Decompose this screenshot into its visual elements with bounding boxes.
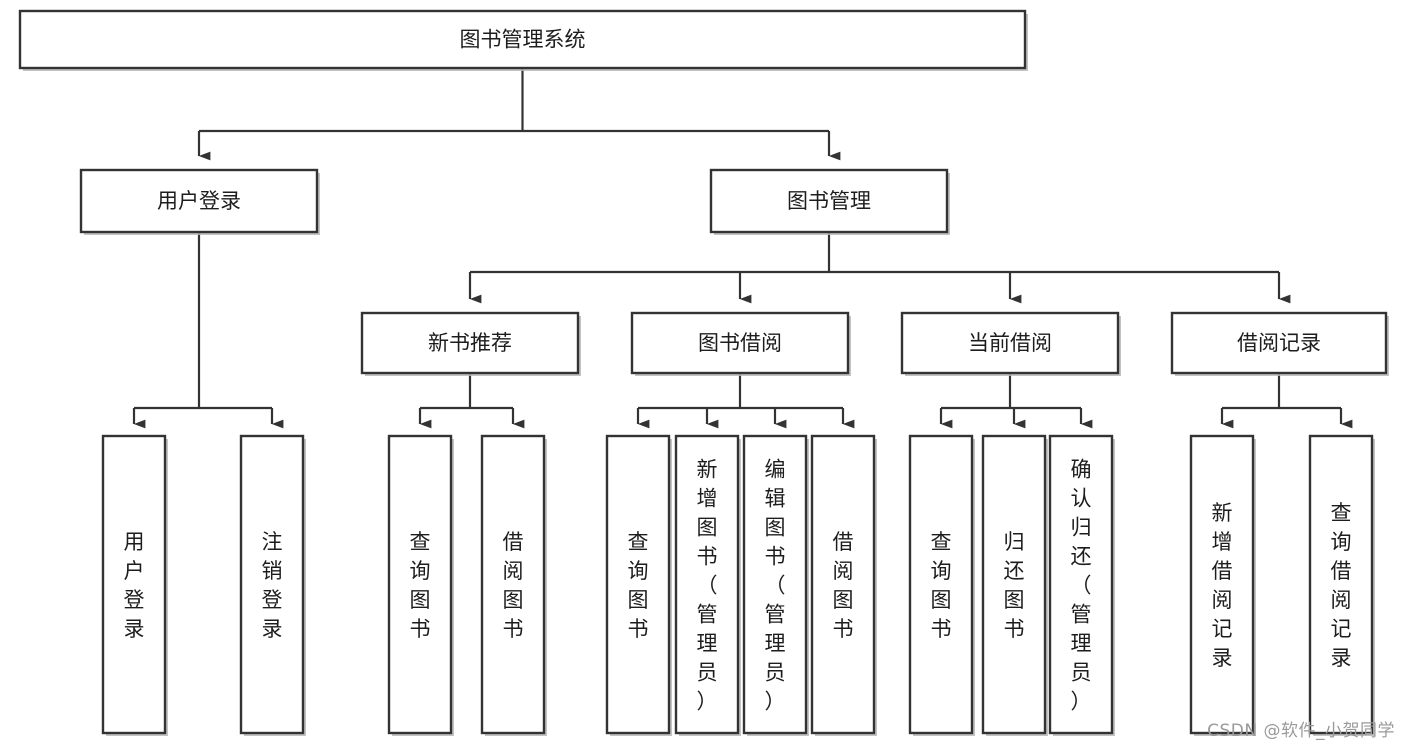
node-label: 图书管理系统	[460, 28, 586, 52]
node-9-查询图书[interactable]: 查询图书	[387, 434, 454, 736]
node-7-用户登录[interactable]: 用户登录	[101, 434, 168, 736]
connector-xinshutuijian-to-leaves	[418, 373, 525, 429]
node-label: 借阅图书	[503, 530, 524, 641]
node-rect[interactable]	[480, 434, 546, 735]
node-13-编辑图书管理员[interactable]: 编辑图书（管理员）	[742, 434, 809, 736]
node-rect[interactable]	[605, 434, 671, 735]
node-1-用户登录[interactable]: 用户登录	[79, 168, 320, 235]
node-11-查询图书[interactable]: 查询图书	[605, 434, 672, 736]
node-rect[interactable]	[1170, 311, 1388, 375]
node-19-查询借阅记录[interactable]: 查询借阅记录	[1308, 434, 1375, 736]
node-label: 注销登录	[262, 530, 283, 641]
node-label: 确认归还（管理员）	[1071, 458, 1092, 714]
connector-layer	[132, 68, 1353, 429]
node-label: 借阅记录	[1237, 331, 1321, 355]
node-rect[interactable]	[674, 434, 740, 735]
node-rect[interactable]	[981, 434, 1047, 735]
node-rect[interactable]	[742, 434, 808, 735]
node-14-借阅图书[interactable]: 借阅图书	[810, 434, 877, 736]
node-label: 当前借阅	[968, 331, 1052, 355]
node-rect[interactable]	[239, 434, 305, 735]
node-rect[interactable]	[79, 168, 319, 234]
connector-root-to-level2	[197, 68, 841, 161]
node-label: 图书借阅	[698, 331, 782, 355]
node-8-注销登录[interactable]: 注销登录	[239, 434, 306, 736]
node-18-新增借阅记录[interactable]: 新增借阅记录	[1189, 434, 1256, 736]
node-label: 用户登录	[157, 189, 241, 213]
node-label: 查询图书	[628, 530, 649, 641]
connector-yonghudenglu-to-leaves	[132, 232, 284, 429]
node-15-查询图书[interactable]: 查询图书	[908, 434, 975, 736]
node-rect[interactable]	[1048, 434, 1114, 735]
node-rect[interactable]	[1189, 434, 1255, 735]
node-rect[interactable]	[1308, 434, 1374, 735]
node-rect[interactable]	[908, 434, 974, 735]
connector-dangqianjieyue-to-leaves	[939, 373, 1093, 429]
node-label: 图书管理	[787, 189, 871, 213]
connector-jieyuejilu-to-leaves	[1220, 373, 1353, 429]
node-rect[interactable]	[18, 9, 1027, 70]
node-17-确认归还管理员[interactable]: 确认归还（管理员）	[1048, 434, 1115, 736]
node-label: 编辑图书（管理员）	[765, 458, 786, 714]
node-5-当前借阅[interactable]: 当前借阅	[900, 311, 1121, 376]
node-rect[interactable]	[709, 168, 949, 234]
node-0-图书管理系统[interactable]: 图书管理系统	[18, 9, 1028, 71]
node-label: 查询图书	[931, 530, 952, 641]
node-12-新增图书管理员[interactable]: 新增图书（管理员）	[674, 434, 741, 736]
node-2-图书管理[interactable]: 图书管理	[709, 168, 950, 235]
node-label: 新书推荐	[428, 331, 512, 355]
node-16-归还图书[interactable]: 归还图书	[981, 434, 1048, 736]
node-label: 新增借阅记录	[1212, 501, 1233, 670]
node-10-借阅图书[interactable]: 借阅图书	[480, 434, 547, 736]
node-6-借阅记录[interactable]: 借阅记录	[1170, 311, 1389, 376]
connector-tushuguanli-to-level3	[468, 232, 1291, 304]
node-rect[interactable]	[630, 311, 850, 375]
node-rect[interactable]	[360, 311, 580, 375]
node-label: 查询借阅记录	[1331, 501, 1352, 670]
node-4-图书借阅[interactable]: 图书借阅	[630, 311, 851, 376]
node-rect[interactable]	[101, 434, 167, 735]
node-3-新书推荐[interactable]: 新书推荐	[360, 311, 581, 376]
node-label: 查询图书	[410, 530, 431, 641]
node-label: 归还图书	[1004, 530, 1025, 641]
node-label: 新增图书（管理员）	[697, 458, 718, 714]
node-label: 借阅图书	[833, 530, 854, 641]
node-layer: 图书管理系统用户登录图书管理新书推荐图书借阅当前借阅借阅记录用户登录注销登录查询…	[18, 9, 1389, 736]
node-rect[interactable]	[900, 311, 1120, 375]
connector-tushujieyue-to-leaves	[636, 373, 855, 429]
node-label: 用户登录	[124, 530, 145, 641]
node-rect[interactable]	[387, 434, 453, 735]
node-rect[interactable]	[810, 434, 876, 735]
